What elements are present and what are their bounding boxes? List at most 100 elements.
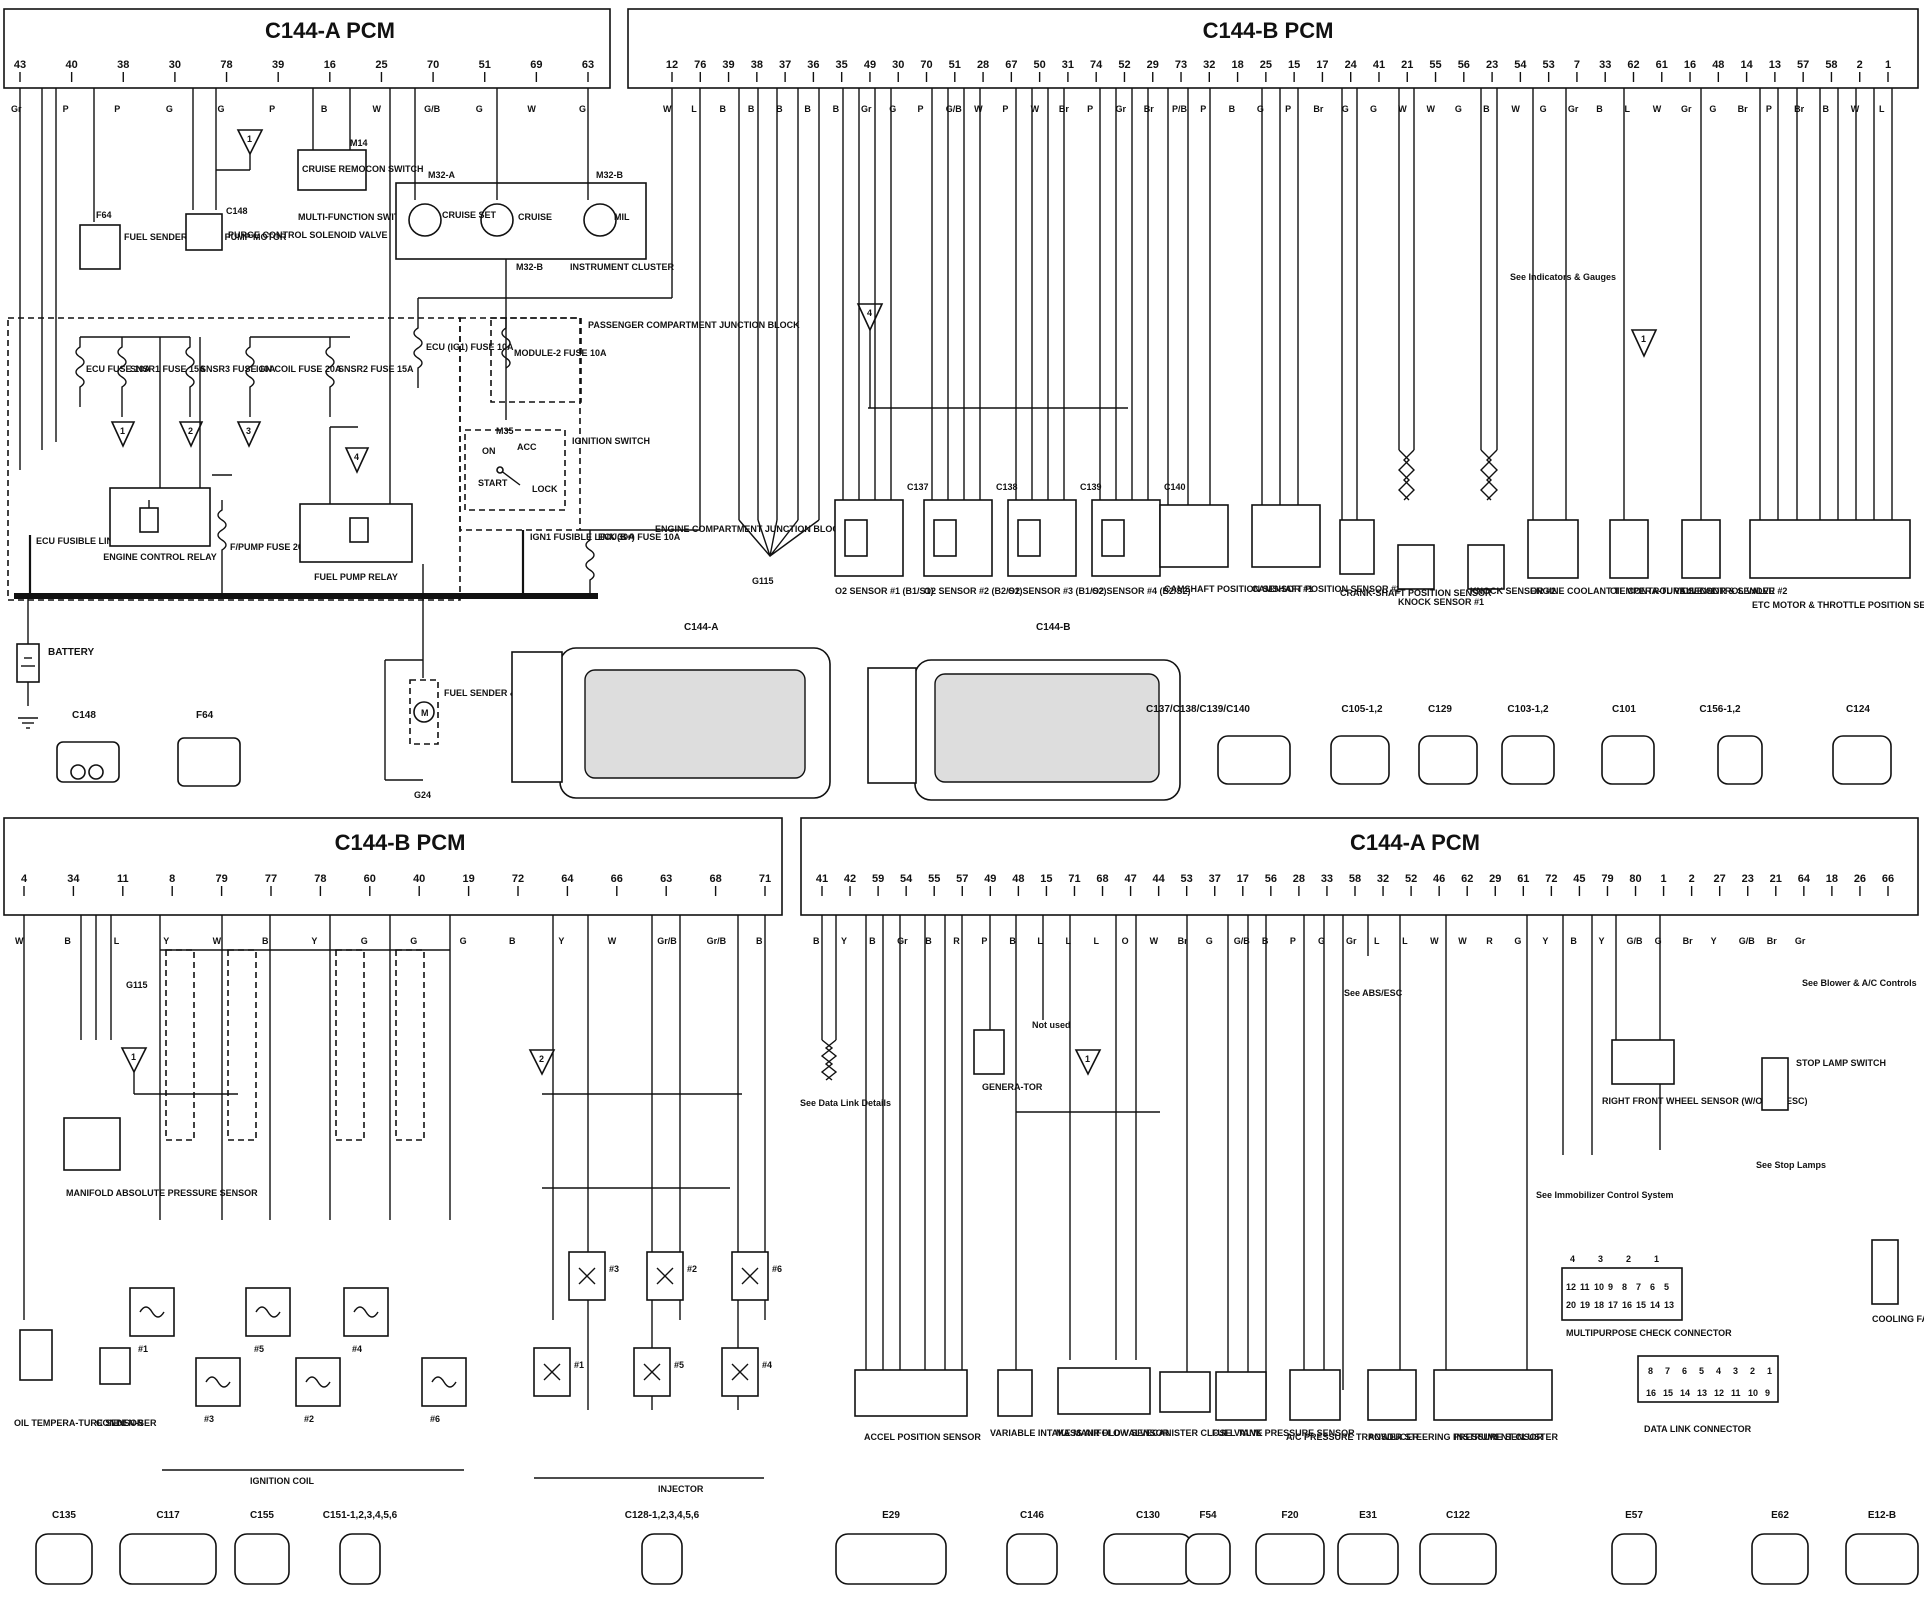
wire-color: L	[1037, 936, 1043, 946]
top-right-wires: G115 4	[738, 88, 1128, 586]
ignition-coil: #5	[245, 1287, 291, 1354]
wire-color: W	[974, 104, 983, 114]
svg-text:COOLING FAN CONTROL-LER: COOLING FAN CONTROL-LER	[1872, 1314, 1924, 1324]
wire-color: P	[1200, 104, 1206, 114]
pcm-pin-number: 58	[1349, 873, 1361, 885]
svg-text:ACCEL POSITION SENSOR: ACCEL POSITION SENSOR	[864, 1432, 981, 1442]
pcm-pin-number: 18	[1826, 873, 1838, 885]
pcm-pin-number: 55	[928, 873, 940, 885]
pcm-pin-number: 26	[1854, 873, 1866, 885]
wire-color: G	[166, 104, 173, 114]
svg-text:ENGINE COOLANT TEMPERA-TURE SE: ENGINE COOLANT TEMPERA-TURE SENSOR & SEN…	[1530, 586, 1776, 596]
pcm-pin-number: 69	[530, 59, 542, 71]
pcm-pin-number: 7	[1574, 59, 1580, 71]
svg-text:14: 14	[1680, 1388, 1690, 1398]
connector-diagram: C117	[119, 1510, 217, 1585]
svg-text:2: 2	[1750, 1366, 1755, 1376]
connector-label: C130	[1136, 1510, 1160, 1521]
wire-color: W	[1851, 104, 1860, 114]
wire-color: Y	[558, 936, 564, 946]
svg-text:F/PUMP FUSE 20A: F/PUMP FUSE 20A	[230, 542, 310, 552]
pcm-pin-number: 63	[582, 59, 594, 71]
ecu-fusible-link-label: ECU FUSIBLE LINK 30A	[36, 536, 139, 546]
connector-diagram: E29	[835, 1510, 947, 1585]
fuel-injector: #1	[533, 1347, 584, 1397]
wire-color: Gr	[1346, 936, 1357, 946]
svg-text:6: 6	[1650, 1282, 1655, 1292]
coil-number: #2	[304, 1414, 314, 1424]
pcm-pin-number: 36	[807, 59, 819, 71]
o2-sensor-label: O2 SENSOR #1 (B1/S1)	[835, 586, 934, 596]
pcm-pin-number: 8	[169, 873, 175, 885]
fuel-injector: #2	[646, 1251, 697, 1301]
svg-text:M35: M35	[496, 426, 514, 436]
wire-color: G	[460, 936, 467, 946]
wire-color: Gr	[1115, 104, 1126, 114]
pcm-pin-number: 57	[956, 873, 968, 885]
wire-color: Br	[1144, 104, 1154, 114]
pcm-pin-number: 79	[215, 873, 227, 885]
wire-color: Y	[1542, 936, 1548, 946]
pcm-header-top-left: C144-A PCM 43Gr40P38P30G78G39P16B25W70G/…	[3, 8, 611, 114]
battery-label: BATTERY	[48, 647, 94, 658]
connector-label: C128-1,2,3,4,5,6	[625, 1510, 700, 1521]
svg-text:13: 13	[1664, 1300, 1674, 1310]
svg-text:1: 1	[1654, 1254, 1659, 1264]
connector-label: F20	[1281, 1510, 1299, 1521]
connector-shape	[1832, 735, 1892, 785]
power-distribution: BATTERY ECU FUSIBLE LINK 30A ECU FUSE 10…	[7, 88, 846, 729]
fuel-sender-top: F64 FUEL SENDER & FUEL PUMP MOTOR	[79, 88, 287, 270]
svg-text:ECU (IG1) FUSE 10A: ECU (IG1) FUSE 10A	[426, 342, 514, 352]
svg-text:IGNITION COIL: IGNITION COIL	[250, 1476, 315, 1486]
pcm-pin-number: 16	[1684, 59, 1696, 71]
ign1-fusible-link: IGN1 FUSIBLE LINK 30A	[521, 530, 635, 596]
wire-color: W	[1427, 104, 1436, 114]
svg-text:SNSR1 FUSE 15A: SNSR1 FUSE 15A	[130, 364, 206, 374]
pcm-pin-number: 53	[1543, 59, 1555, 71]
wire-color: G/B	[1739, 936, 1756, 946]
wire-color: W	[15, 936, 24, 946]
connector-shape	[1217, 735, 1291, 785]
wire-color: O	[1122, 936, 1129, 946]
o2-connector-label: C137	[907, 482, 929, 492]
svg-text:ACC: ACC	[517, 442, 537, 452]
wire-color: B	[1483, 104, 1490, 114]
svg-text:1: 1	[131, 1052, 136, 1062]
pcm-pin-number: 12	[666, 59, 678, 71]
pcm-pin-number: 78	[314, 873, 326, 885]
pcm-pin-number: 37	[779, 59, 791, 71]
pcm-pin-number: 66	[611, 873, 623, 885]
pcm-header-bottom-left: C144-B PCM 4W34B11L8Y79W77B78Y60G40G19G7…	[3, 817, 783, 946]
connector-diagram: C146	[1006, 1510, 1058, 1585]
pcm-title: C144-B PCM	[335, 830, 466, 855]
svg-text:START: START	[478, 478, 508, 488]
pcm-pin-number: 80	[1629, 873, 1641, 885]
o2-connector-label: C138	[996, 482, 1018, 492]
svg-text:18: 18	[1594, 1300, 1604, 1310]
pcm-pin-number: 39	[272, 59, 284, 71]
fuel-pump-relay: FUEL PUMP RELAY	[299, 88, 413, 582]
wire-color: W	[663, 104, 672, 114]
svg-text:INJECTOR: INJECTOR	[658, 1484, 704, 1494]
wire-color: L	[1624, 104, 1630, 114]
svg-text:17: 17	[1608, 1300, 1618, 1310]
svg-text:4: 4	[867, 308, 872, 318]
purge-valve: 1 C148 PURGE CONTROL SOLENOID VALVE	[185, 88, 388, 251]
pcm-pin-number: 54	[900, 873, 913, 885]
pcm-pin-number: 2	[1857, 59, 1863, 71]
wire-color: B	[1570, 936, 1577, 946]
connector-label: C105-1,2	[1341, 704, 1383, 715]
svg-text:2: 2	[539, 1054, 544, 1064]
svg-text:INSTRUMENT CLUSTER: INSTRUMENT CLUSTER	[570, 262, 674, 272]
wire-color: B	[1229, 104, 1236, 114]
cruise-remocon-switch: CRUISE REMOCON SWITCH M14 MULTI-FUNCTION…	[297, 88, 424, 222]
pcm-pin-number: 70	[427, 59, 439, 71]
pcm-pin-number: 29	[1147, 59, 1159, 71]
pcm-pin-number: 21	[1770, 873, 1782, 885]
engine-jb-label: ENGINE COMPARTMENT JUNCTION BLOCK	[655, 524, 846, 534]
wire-color: R	[953, 936, 960, 946]
connector-label: C151-1,2,3,4,5,6	[323, 1510, 398, 1521]
wire-color: W	[608, 936, 617, 946]
